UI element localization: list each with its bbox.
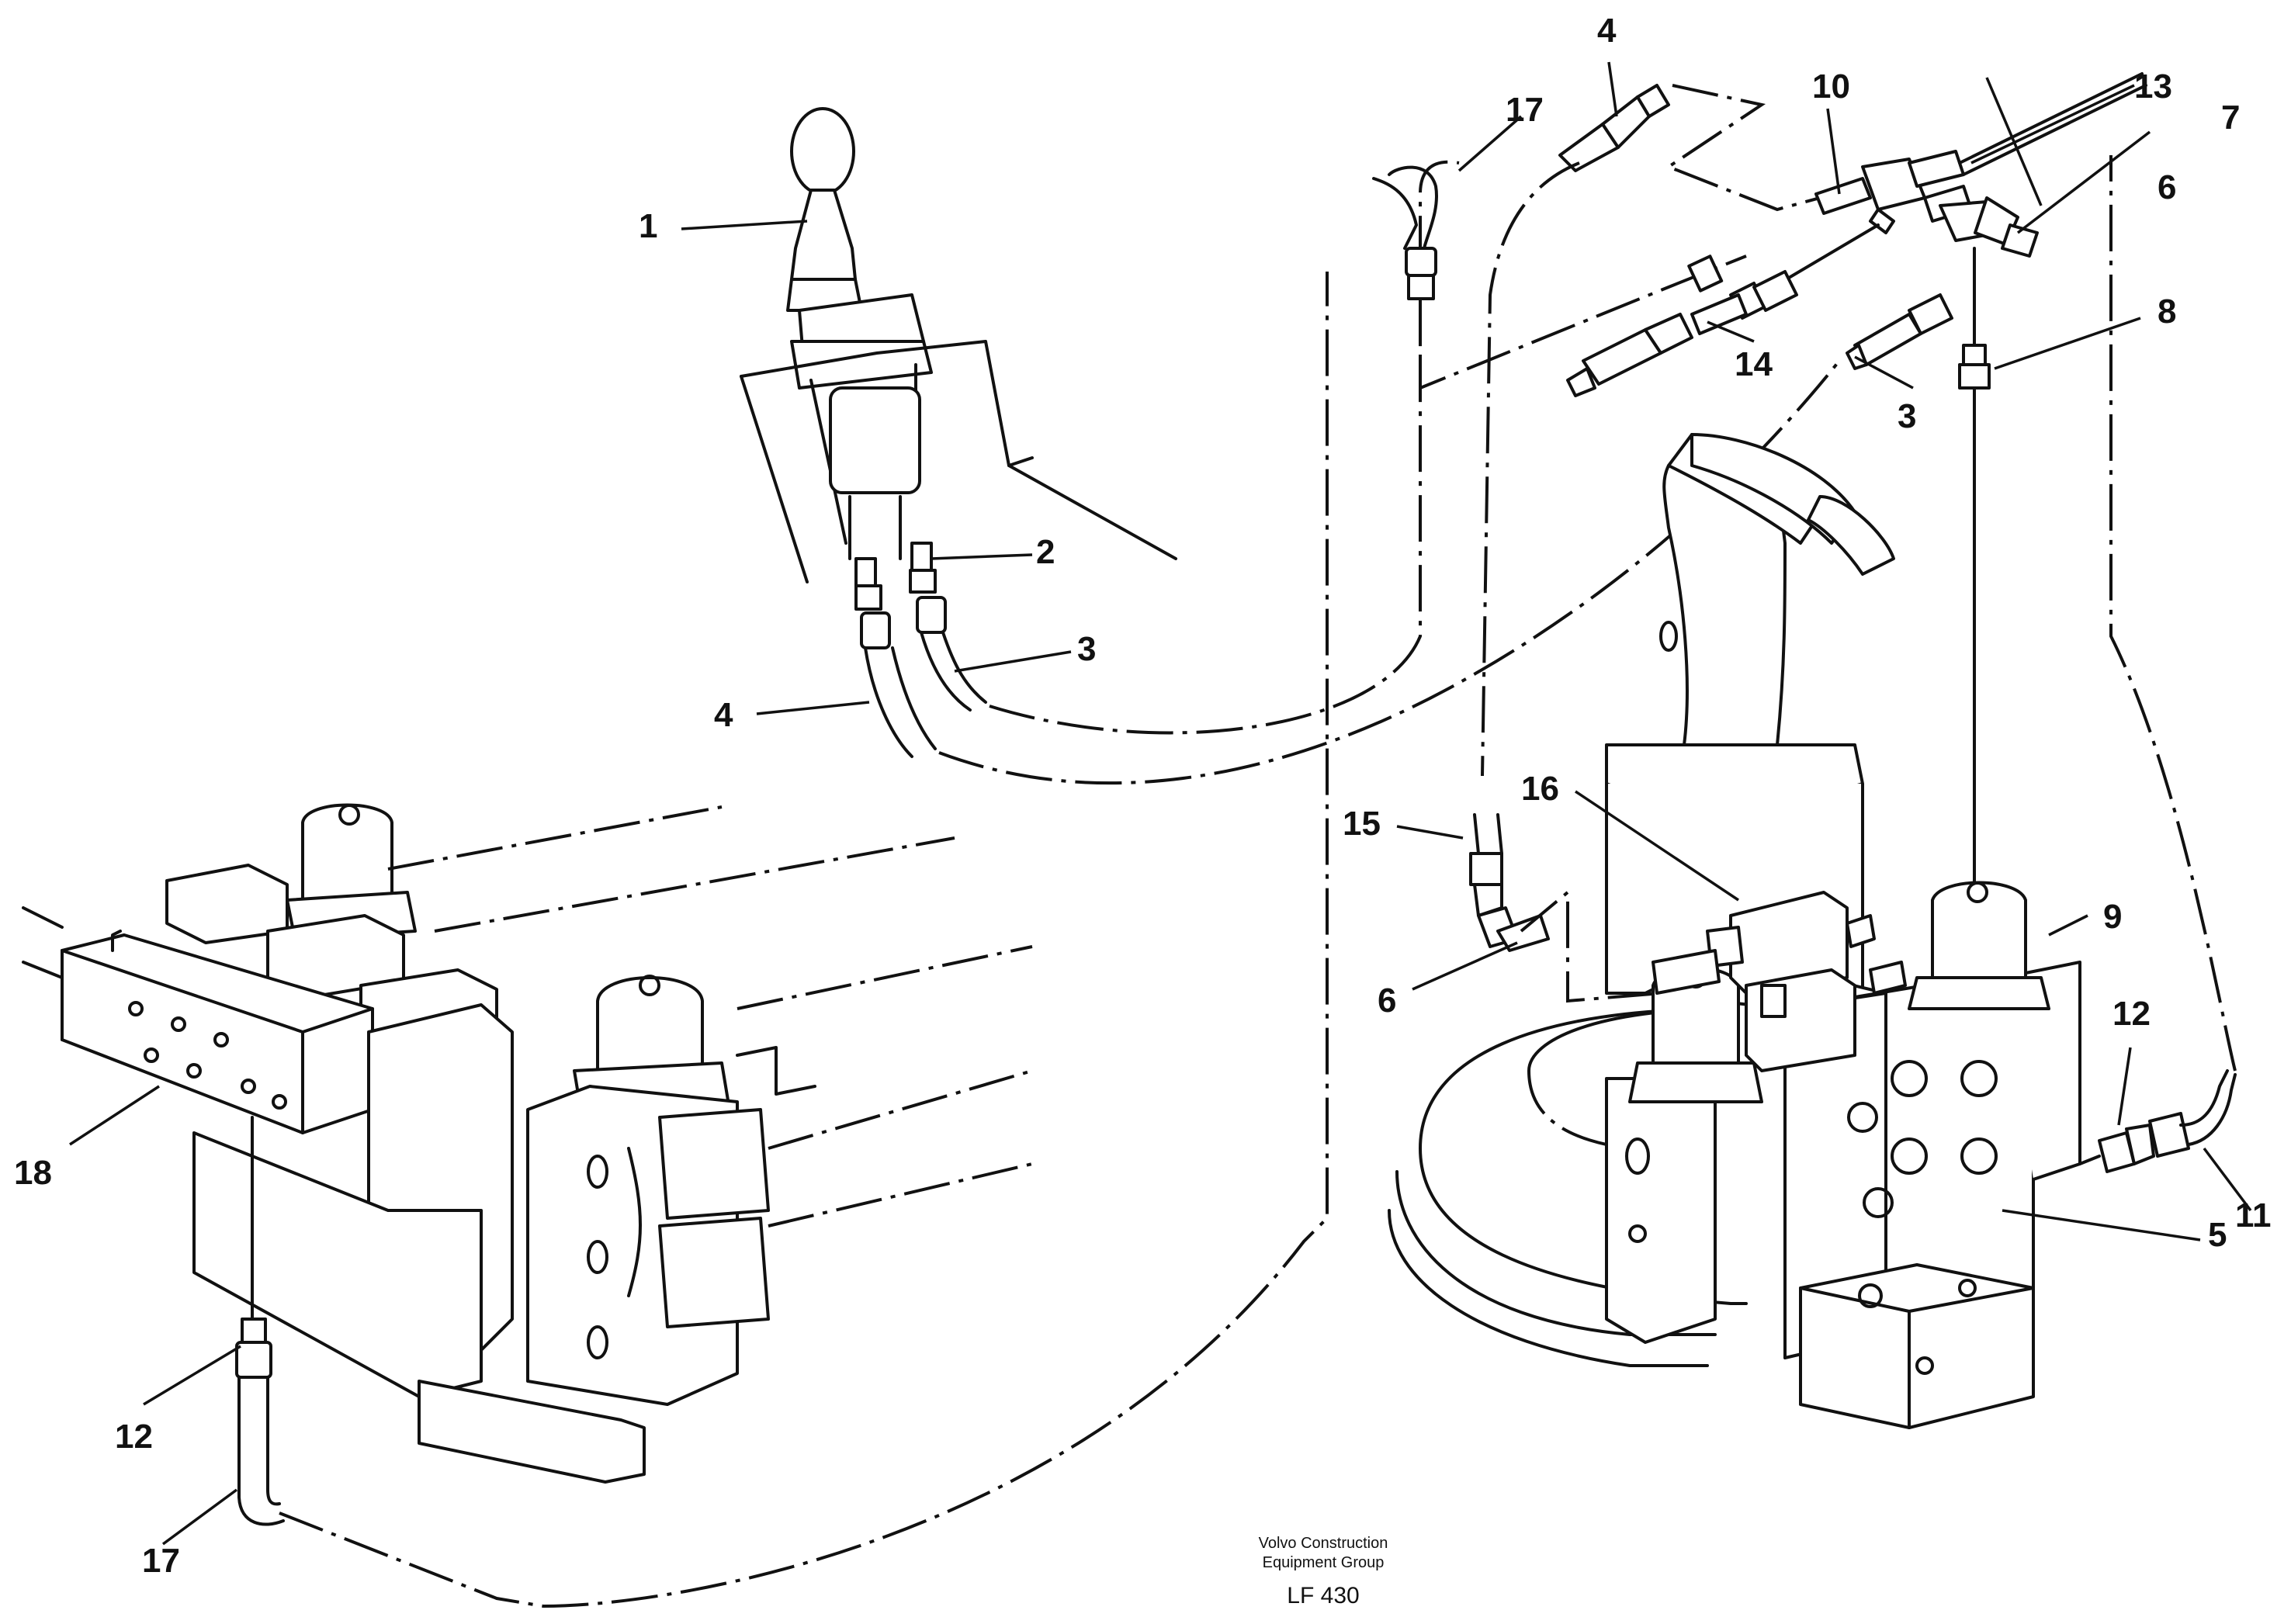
callout-18: 18 [14, 1154, 52, 1192]
fitting-4-top [1481, 84, 1863, 777]
control-lever [786, 107, 933, 390]
publisher-line-2: Equipment Group [1262, 1554, 1385, 1571]
callout-1: 1 [639, 207, 658, 245]
publisher-line-1: Volvo Construction [1258, 1535, 1388, 1552]
hose-17-top [1372, 165, 1747, 390]
turntable-base [1388, 1007, 1748, 1367]
callout-6b: 6 [1378, 982, 1397, 1020]
valve-block-dashed-lines [387, 805, 1033, 1228]
hose-12-17-bottom [235, 272, 1329, 1608]
callout-13: 13 [2134, 68, 2172, 106]
callout-3a: 3 [1077, 630, 1097, 668]
callout-leaders [69, 61, 2252, 1546]
lever-fittings [854, 542, 947, 649]
callout-4b: 4 [1597, 12, 1617, 50]
valve-block-18 [22, 803, 646, 1484]
pilot-cap-9 [1908, 881, 2050, 1010]
callout-16: 16 [1521, 770, 1559, 808]
valve-block-right [526, 975, 816, 1406]
callout-11: 11 [2235, 1196, 2272, 1234]
fitting-8 [1958, 247, 1991, 886]
fitting-12-right [2078, 155, 2237, 1173]
callout-10: 10 [1812, 68, 1850, 106]
lever-mount-box [740, 340, 1177, 583]
callout-7: 7 [2221, 99, 2241, 137]
callout-8: 8 [2158, 293, 2177, 331]
callout-5: 5 [2208, 1216, 2227, 1254]
callout-3b: 3 [1898, 397, 1917, 435]
callout-12a: 12 [2113, 995, 2151, 1033]
publisher-caption: Volvo Construction Equipment Group LF 43… [1211, 1535, 1436, 1609]
callout-17a: 17 [1506, 91, 1544, 129]
fitting-3-right [1846, 293, 1953, 370]
callout-4a: 4 [714, 696, 733, 734]
solenoid-valve-16 [1652, 891, 1907, 1072]
callout-17b: 17 [142, 1542, 180, 1580]
hose-15-elbow-6 [1469, 813, 1662, 1003]
callout-14: 14 [1735, 345, 1773, 383]
callout-9: 9 [2103, 898, 2123, 936]
callout-2: 2 [1036, 533, 1055, 571]
callout-15: 15 [1343, 805, 1381, 843]
fitting-14 [1566, 255, 1798, 397]
callout-12b: 12 [115, 1418, 153, 1456]
callout-6a: 6 [2158, 168, 2177, 206]
diagram-code: LF 430 [1287, 1583, 1360, 1608]
